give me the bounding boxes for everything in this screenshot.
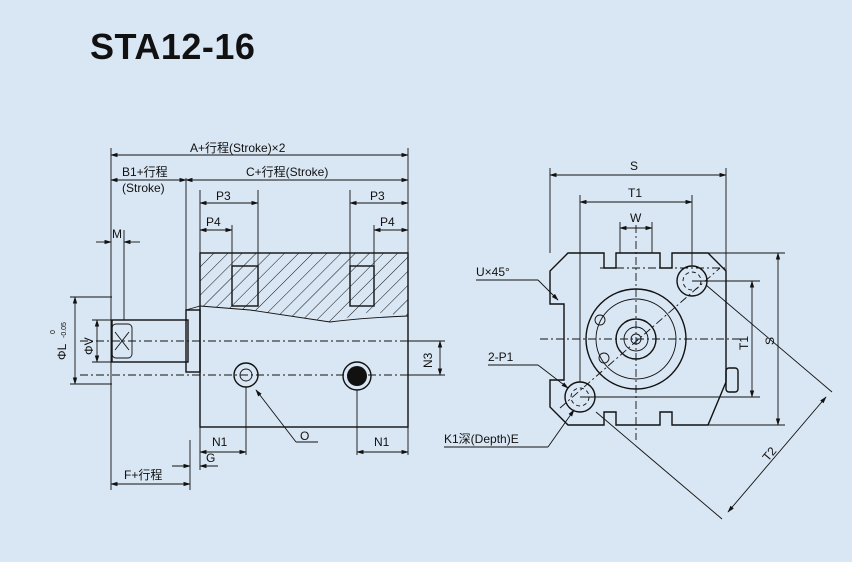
end-plate: [549, 252, 727, 426]
dim-s-top: S: [630, 159, 638, 173]
port-pocket-left: [231, 265, 259, 307]
dim-phi-l-tol2: -0.05: [61, 322, 68, 338]
dim-f: F+行程: [124, 467, 162, 482]
dim-u: U×45°: [476, 265, 510, 279]
side-view: A+行程(Stroke)×2 B1+行程 (Stroke) C+行程(Strok…: [50, 140, 445, 490]
dim-n1-right: N1: [374, 435, 390, 449]
dim-n1-left: N1: [212, 435, 228, 449]
end-view: S T1 W U×45° 2-P1 K1深(Depth)E T1 S T2: [444, 159, 833, 520]
dim-phi-v: ΦV: [82, 337, 96, 355]
dim-c: C+行程(Stroke): [246, 164, 328, 179]
dim-t1-top: T1: [628, 186, 642, 200]
dim-o: O: [300, 429, 309, 443]
dim-b1: B1+行程: [122, 164, 168, 179]
dim-t2: T2: [760, 444, 780, 464]
dim-2-p1: 2-P1: [488, 350, 514, 364]
dim-w: W: [630, 211, 642, 225]
dim-g: G: [206, 451, 215, 465]
dim-p4-right: P4: [380, 215, 395, 229]
side-screw: [725, 367, 739, 393]
dim-b1-stroke: (Stroke): [122, 181, 165, 195]
dim-phi-l-tol: 0: [50, 330, 57, 334]
dim-n3: N3: [421, 352, 435, 368]
dim-a-total: A+行程(Stroke)×2: [190, 140, 286, 155]
dim-t1-side: T1: [737, 336, 751, 350]
dim-p4-left: P4: [206, 215, 221, 229]
dim-p3-right: P3: [370, 189, 385, 203]
dim-m: M: [112, 227, 122, 241]
dim-s-side: S: [763, 337, 777, 345]
dim-k1: K1深(Depth)E: [444, 432, 519, 446]
port-pocket-right: [349, 265, 375, 307]
dim-p3-left: P3: [216, 189, 231, 203]
page-title: STA12-16: [90, 26, 256, 67]
section-hatch: [200, 253, 408, 322]
dim-phi-l: ΦL: [55, 343, 69, 360]
